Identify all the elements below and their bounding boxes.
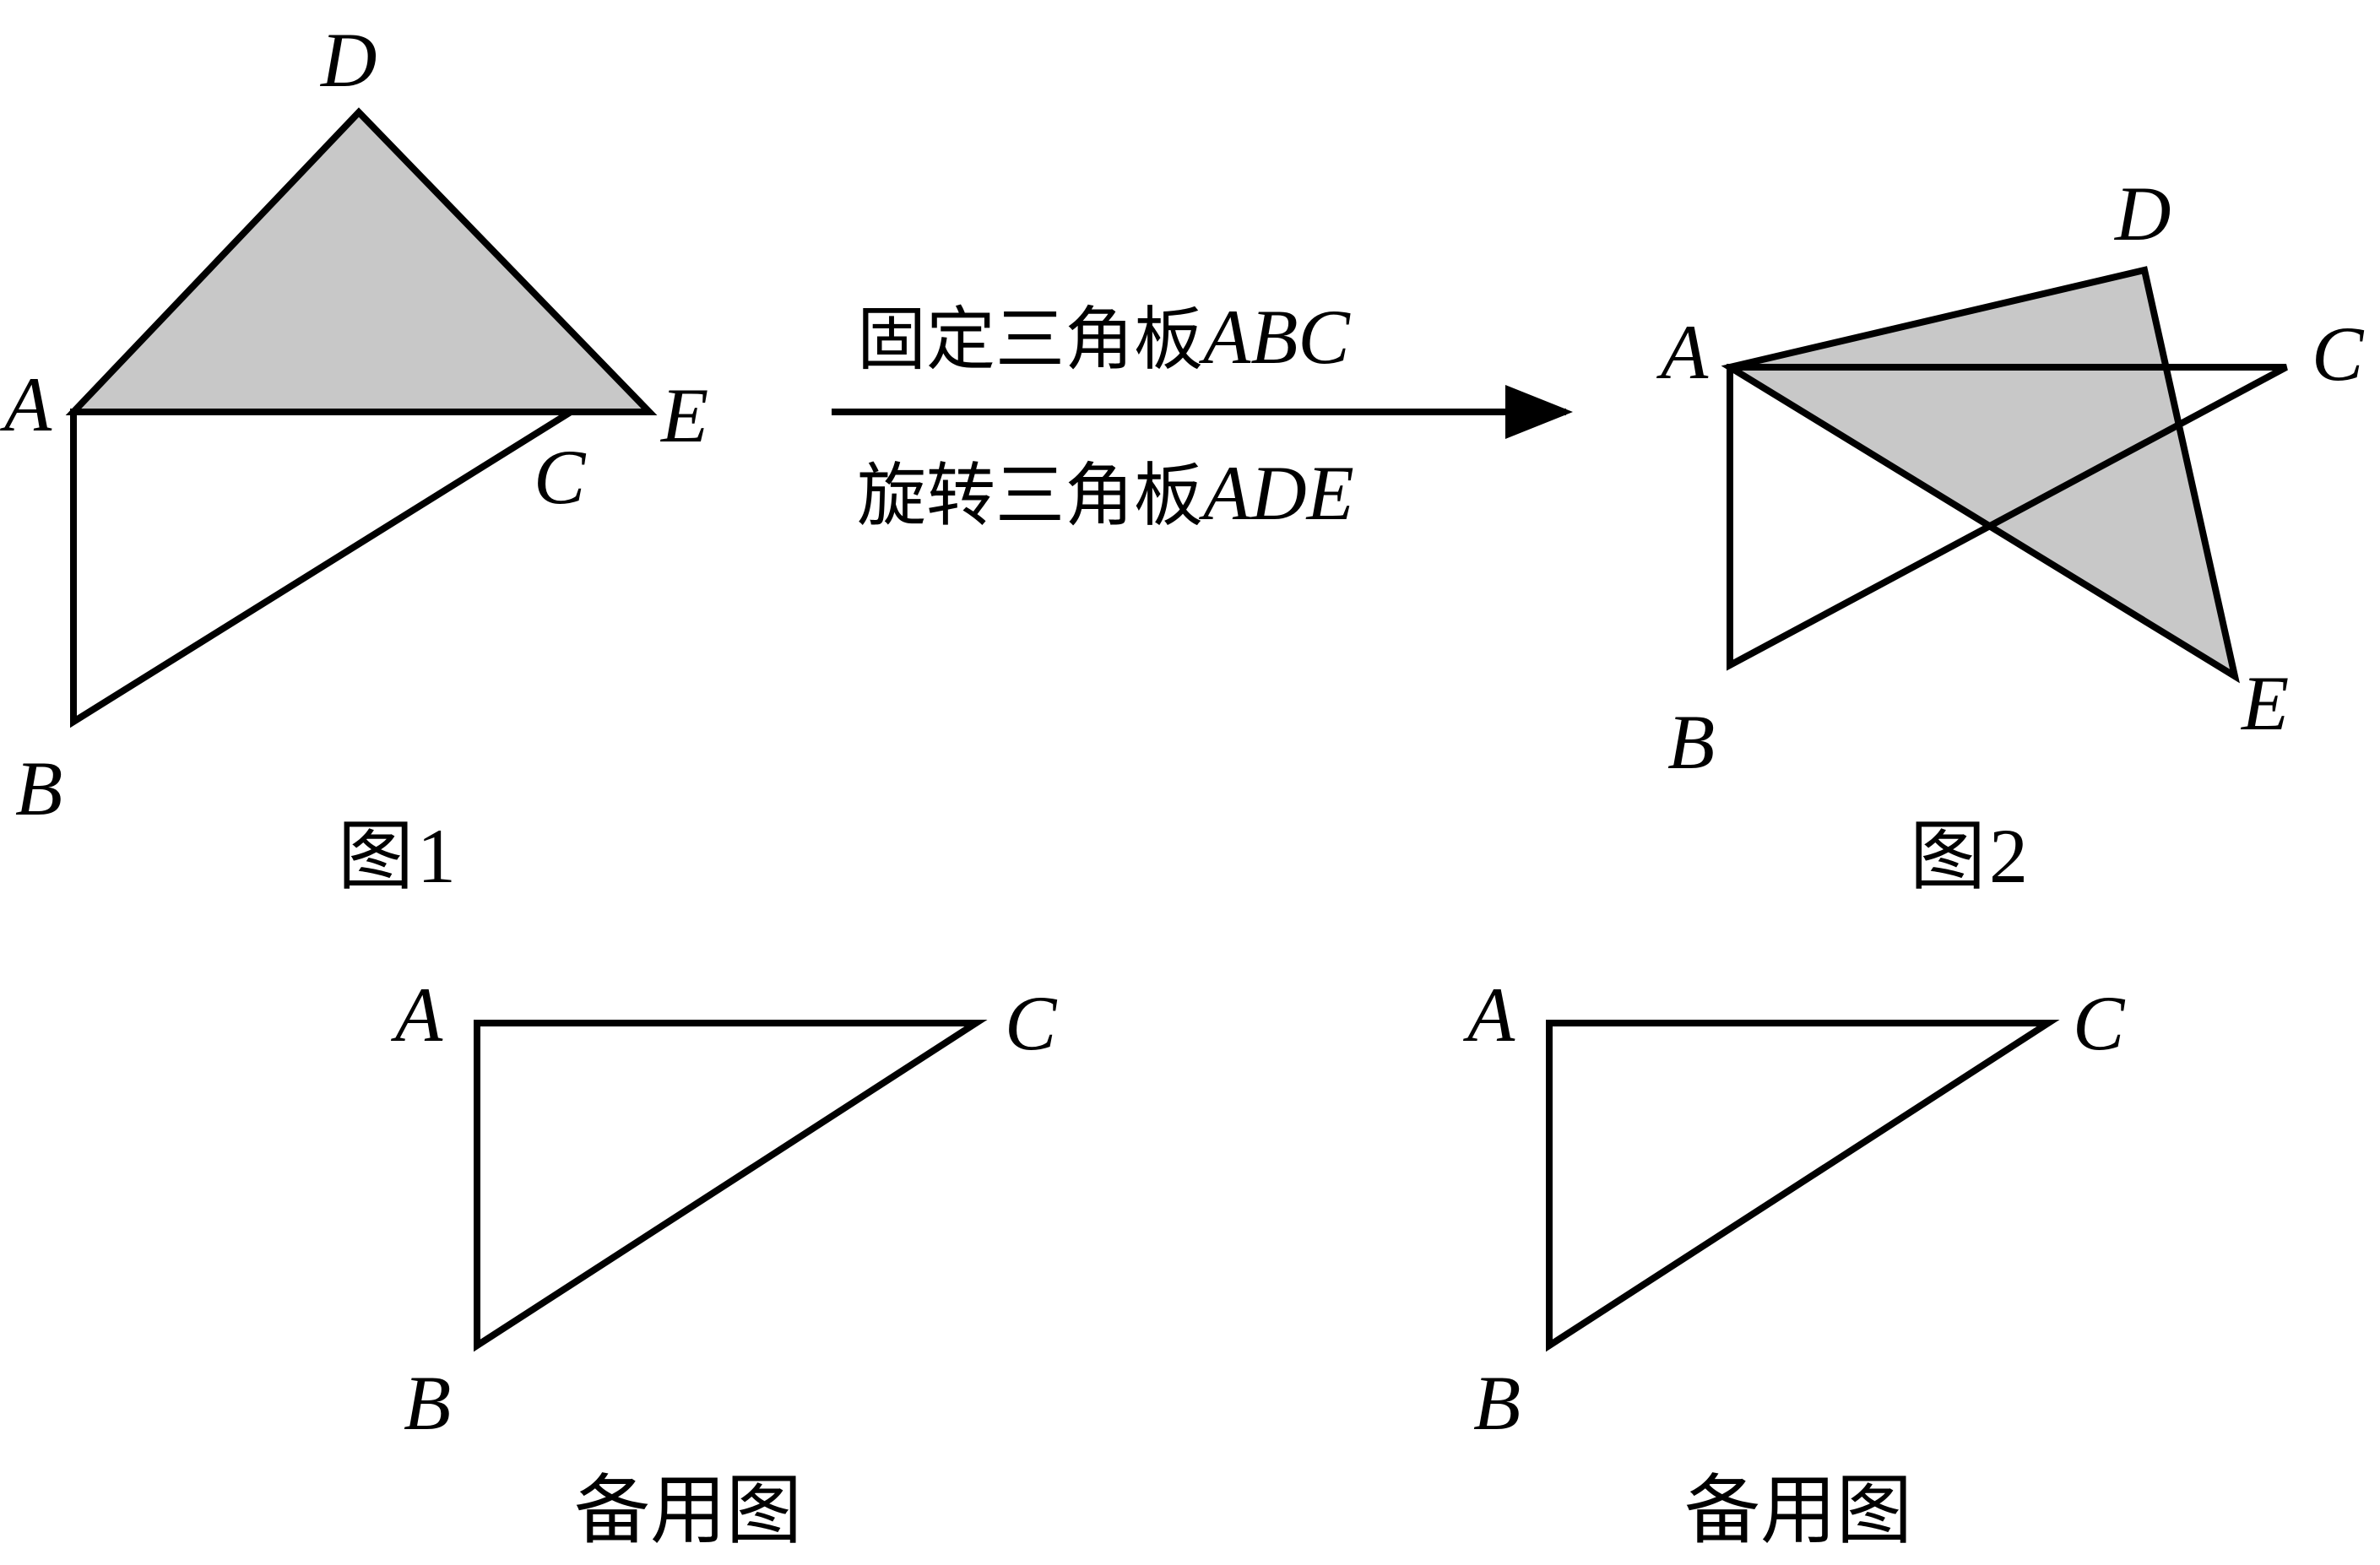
transform-arrow-group: 固定三角板ABC 旋转三角板ADE [832,294,1573,536]
figure-2: A B C D E 图2 [1656,171,2365,901]
figure-2-caption: 图2 [1910,812,2028,901]
spare-figure-2-caption: 备用图 [1684,1466,1912,1555]
label-b: B [15,745,62,831]
label-e: E [659,372,708,458]
label-c: C [2073,980,2126,1066]
label-b: B [1473,1360,1521,1446]
triangle-abc-outline [70,409,583,728]
figure-1: A B C D E 图1 [0,17,708,901]
triangle-ade-rotated-shaded [1721,266,2240,684]
label-a: A [1656,309,1709,395]
label-c: C [1005,980,1058,1066]
spare-figure-1-caption: 备用图 [574,1466,802,1555]
label-b: B [404,1360,451,1446]
label-c: C [2312,311,2365,397]
rotate-triangle-text: 旋转三角板ADE [857,450,1354,536]
label-c: C [534,434,587,520]
label-a: A [390,972,443,1058]
triangle-abc-outline [1727,364,2288,671]
label-a: A [1462,972,1515,1058]
label-e: E [2240,660,2289,746]
spare-figure-1: A B C 备用图 [390,972,1058,1555]
label-d: D [319,17,377,103]
label-a: A [0,361,52,447]
figure-1-caption: 图1 [338,812,456,901]
triangle-abc-outline [474,1020,988,1352]
label-d: D [2113,171,2171,257]
spare-figure-2: A B C 备用图 [1462,972,2126,1555]
fix-triangle-text: 固定三角板ABC [857,294,1351,380]
triangle-abc-outline [1546,1020,2060,1352]
label-b: B [1667,699,1715,785]
triangle-ade-shaded [65,107,658,415]
